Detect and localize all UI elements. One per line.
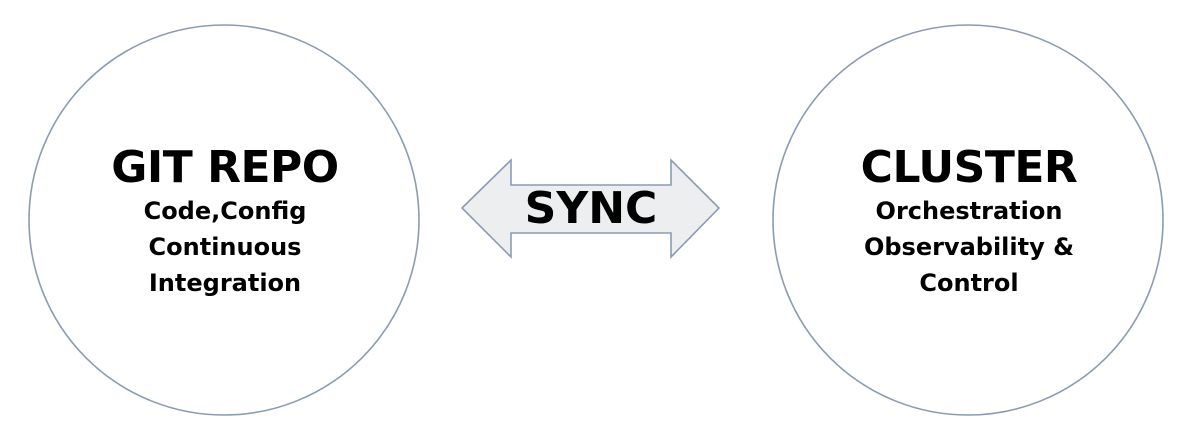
cluster-node: CLUSTER Orchestration Observability & Co…: [799, 143, 1139, 301]
git-repo-circle: [28, 24, 420, 416]
cluster-line-3: Control: [919, 269, 1019, 297]
git-repo-title: GIT REPO: [111, 142, 339, 193]
git-repo-line-1: Code,Config: [143, 197, 307, 225]
sync-label: SYNC: [524, 183, 658, 234]
cluster-circle: [772, 24, 1164, 416]
cluster-title: CLUSTER: [860, 142, 1078, 193]
git-repo-line-3: Integration: [148, 269, 302, 297]
cluster-line-1: Orchestration: [875, 197, 1063, 225]
sync-double-arrow: [460, 158, 721, 259]
git-repo-line-2: Continuous: [148, 233, 302, 261]
cluster-line-2: Observability &: [863, 233, 1075, 261]
git-repo-node: GIT REPO Code,Config Continuous Integrat…: [60, 143, 390, 301]
